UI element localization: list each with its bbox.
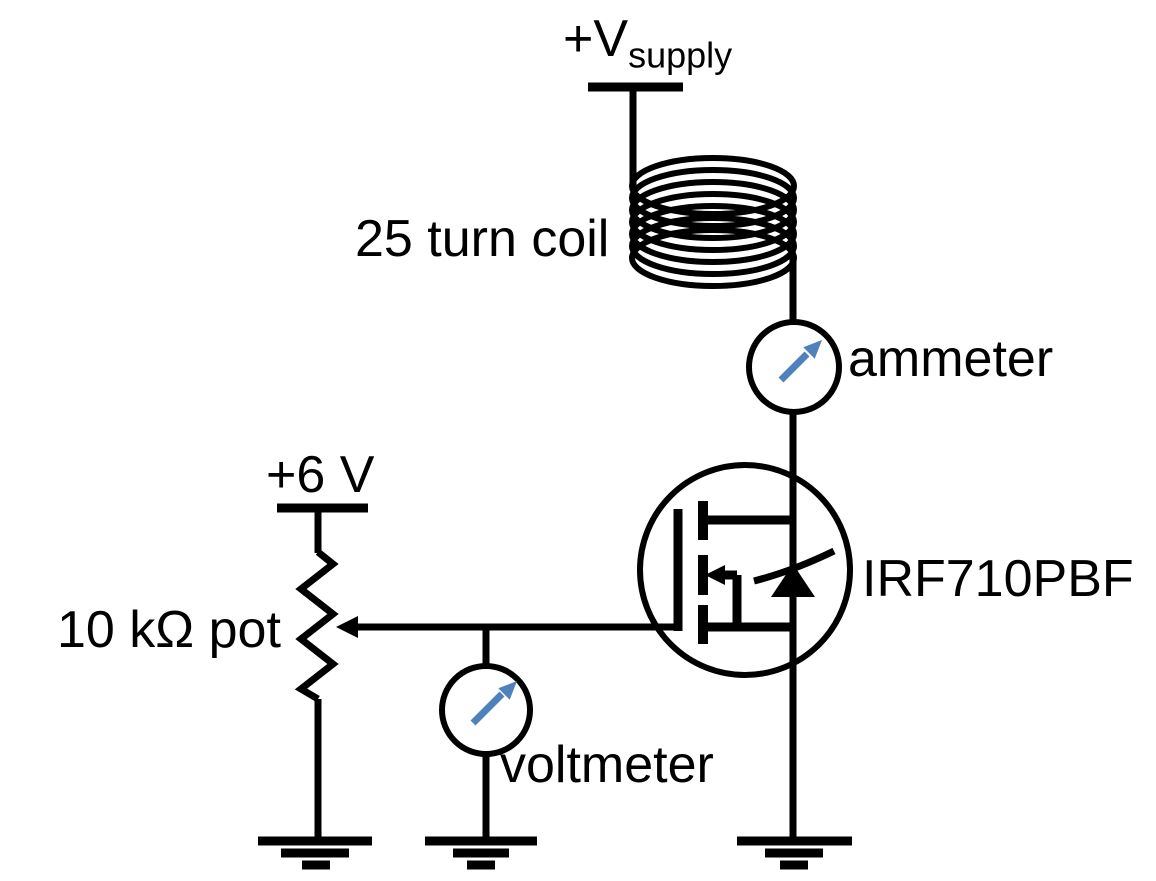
supply-voltage-label: +Vsupply <box>563 13 732 73</box>
supply-rail-symbol <box>588 82 683 190</box>
voltmeter-needle-shaft <box>470 691 505 726</box>
body-diode-cathode-curve <box>753 547 836 585</box>
coil-turn <box>629 155 797 217</box>
ammeter-label: ammeter <box>848 330 1054 388</box>
pot-zigzag <box>294 549 339 703</box>
ammeter-circle <box>746 319 842 415</box>
coil-turn <box>629 191 797 253</box>
pot-label: 10 kΩ pot <box>57 601 281 659</box>
coil-turn <box>629 215 797 277</box>
mosfet-body-arrowhead-icon <box>705 565 725 585</box>
vcc-rail-symbol <box>277 503 368 553</box>
ammeter-needle-head <box>803 340 822 359</box>
ammeter-needle-shaft <box>778 351 810 383</box>
ammeter-symbol <box>746 319 842 415</box>
voltmeter-symbol <box>439 663 533 757</box>
body-diode-triangle <box>771 564 815 597</box>
supply-voltage-main: +V <box>563 10 629 68</box>
ground-symbol-voltmeter <box>425 836 537 870</box>
supply-voltage-subscript: supply <box>628 34 733 76</box>
coil-turn <box>629 167 797 229</box>
mosfet-circle <box>637 462 853 678</box>
ground-symbol-pot <box>258 836 372 870</box>
voltmeter-needle-head <box>498 681 517 700</box>
voltmeter-label: voltmeter <box>500 736 714 794</box>
coil-turn <box>629 203 797 265</box>
coil-label: 25 turn coil <box>355 210 610 268</box>
mosfet-part-label: IRF710PBF <box>862 550 1134 608</box>
vcc-label: +6 V <box>266 446 375 504</box>
voltmeter-needle-arrow-icon <box>470 681 517 726</box>
mosfet-symbol <box>336 462 853 678</box>
coil-symbol <box>629 155 797 289</box>
potentiometer-symbol <box>294 549 339 837</box>
ammeter-needle-arrow-icon <box>778 340 822 383</box>
coil-turn <box>629 179 797 241</box>
ground-symbol-mosfet <box>737 836 852 870</box>
voltmeter-circle <box>439 663 533 757</box>
wiper-arrowhead-icon <box>336 616 358 638</box>
